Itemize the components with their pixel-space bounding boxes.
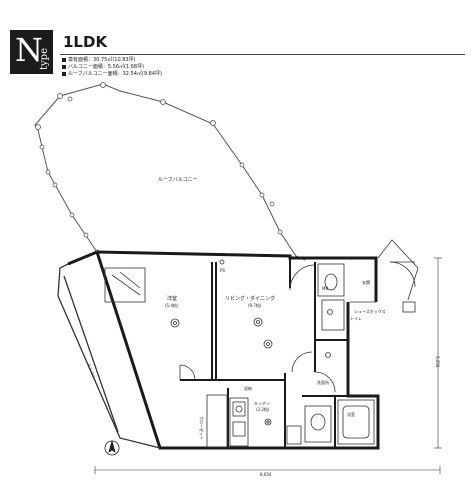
bath-label: 浴室 [347, 411, 355, 417]
rail-posts [35, 82, 283, 255]
shoebox-label: シューズボックス [354, 308, 386, 314]
entrance-label: 玄関 [362, 279, 370, 285]
roof-balcony-rail [34, 83, 306, 261]
closet [104, 267, 146, 303]
roof-balcony-label: ルーフバルコニー [158, 177, 198, 183]
header-rule [60, 54, 465, 55]
toilet-label: トイレ [350, 316, 362, 321]
mb-label: MB [322, 286, 328, 291]
balcony-label: バルコニー [86, 363, 98, 383]
light-fixtures [170, 259, 333, 426]
living-room-size: (9.7帖) [248, 302, 262, 308]
type-badge: N type [10, 30, 53, 74]
depth-dimension: 5,250 [435, 356, 440, 368]
spec-line-2: バルコニー面積：5.56㎡(1.68坪) [62, 64, 144, 70]
living-room-label: リビング・ダイニング [225, 295, 275, 302]
pb-label: PS [220, 268, 225, 273]
spec-line-3: ルーフバルコニー面積：32.54㎡(9.84坪) [62, 71, 162, 77]
type-letter: N [15, 31, 43, 69]
door-swings [179, 239, 419, 393]
laundry-label: 洗面所 [317, 379, 329, 385]
western-room-label: 洋室 [167, 295, 177, 302]
kitchen-counter [206, 394, 302, 448]
storage-label: 収納 [244, 385, 252, 391]
spec-line-1: 専有面積：30.75㎡(10.83坪) [62, 57, 136, 63]
interior-walls [180, 258, 348, 448]
dimension-lines [94, 257, 442, 474]
balcony [57, 263, 161, 449]
spec-text-1: 専有面積：30.75㎡(10.83坪) [68, 57, 136, 63]
kitchen-label: キッチン [254, 401, 270, 406]
plan-title: 1LDK [63, 33, 108, 51]
kitchen-size: (3.2帖) [256, 406, 270, 412]
bullet-icon [62, 57, 66, 62]
compass-icon [104, 439, 120, 456]
western-room-size: (5.4帖) [165, 302, 179, 308]
closet-label: クローゼット [199, 416, 205, 440]
spec-text-2: バルコニー面積：5.56㎡(1.68坪) [68, 64, 145, 70]
outer-walls [67, 250, 380, 450]
spec-text-3: ルーフバルコニー面積：32.54㎡(9.84坪) [68, 71, 162, 77]
bullet-icon [62, 71, 66, 76]
bullet-icon [62, 64, 66, 69]
bathroom-fixtures [304, 263, 416, 445]
width-dimension: 8,650 [260, 472, 272, 477]
